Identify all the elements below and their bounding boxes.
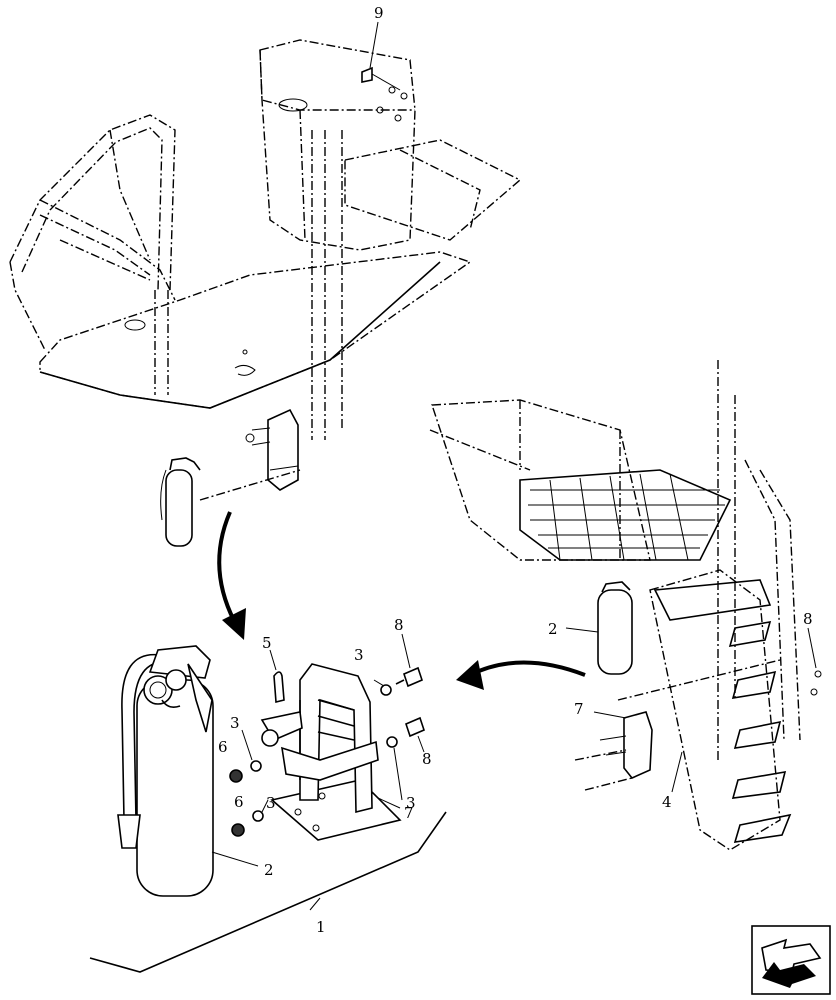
extinguisher-detail [117, 645, 259, 897]
callout-3: 3 [406, 794, 416, 812]
curved-arrow-left-icon [456, 660, 586, 690]
arrow-next-page-icon[interactable] [751, 925, 831, 995]
callout-9: 9 [374, 4, 384, 22]
callout-1: 1 [316, 918, 326, 936]
bolt-set-9 [361, 21, 408, 122]
callout-8: 8 [394, 616, 404, 634]
bracket-ladder-view [574, 711, 653, 791]
grating-pattern [528, 473, 725, 561]
callout-4: 4 [662, 793, 672, 811]
callout-8: 8 [803, 610, 813, 628]
extinguisher-ladder-view [565, 581, 633, 675]
leader-4 [671, 751, 683, 793]
leader-1 [309, 897, 321, 911]
callout-6: 6 [234, 793, 244, 811]
callout-6: 6 [218, 738, 228, 756]
callout-7-ref: 7 [574, 700, 584, 718]
pin-part-5 [269, 649, 285, 704]
callout-5: 5 [262, 634, 272, 652]
detail-platform-outline [89, 811, 447, 973]
callout-3: 3 [354, 646, 364, 664]
callout-3: 3 [266, 794, 276, 812]
washers-and-nuts [229, 679, 403, 837]
cab-frame-phantom [9, 39, 522, 440]
bolt-part-8-upper [380, 633, 423, 696]
bolt-part-8-lower [386, 716, 425, 753]
curved-arrow-down-icon [217, 511, 246, 640]
bolt-set-8-right [807, 627, 822, 696]
callout-2: 2 [264, 861, 274, 879]
callout-3: 3 [230, 714, 240, 732]
callout-labels: 1 2 2 3 3 3 3 4 5 6 6 7 7 8 8 8 9 [218, 4, 813, 936]
mounting-bracket-detail [260, 663, 402, 841]
platform-ladder-assembly [429, 360, 801, 851]
extinguisher-top-view [160, 457, 201, 547]
bracket-installed-top [199, 408, 301, 501]
callout-7: 7 [404, 804, 414, 822]
callout-2-ref: 2 [548, 620, 558, 638]
callout-8: 8 [422, 750, 432, 768]
ladder-steps [728, 620, 792, 843]
